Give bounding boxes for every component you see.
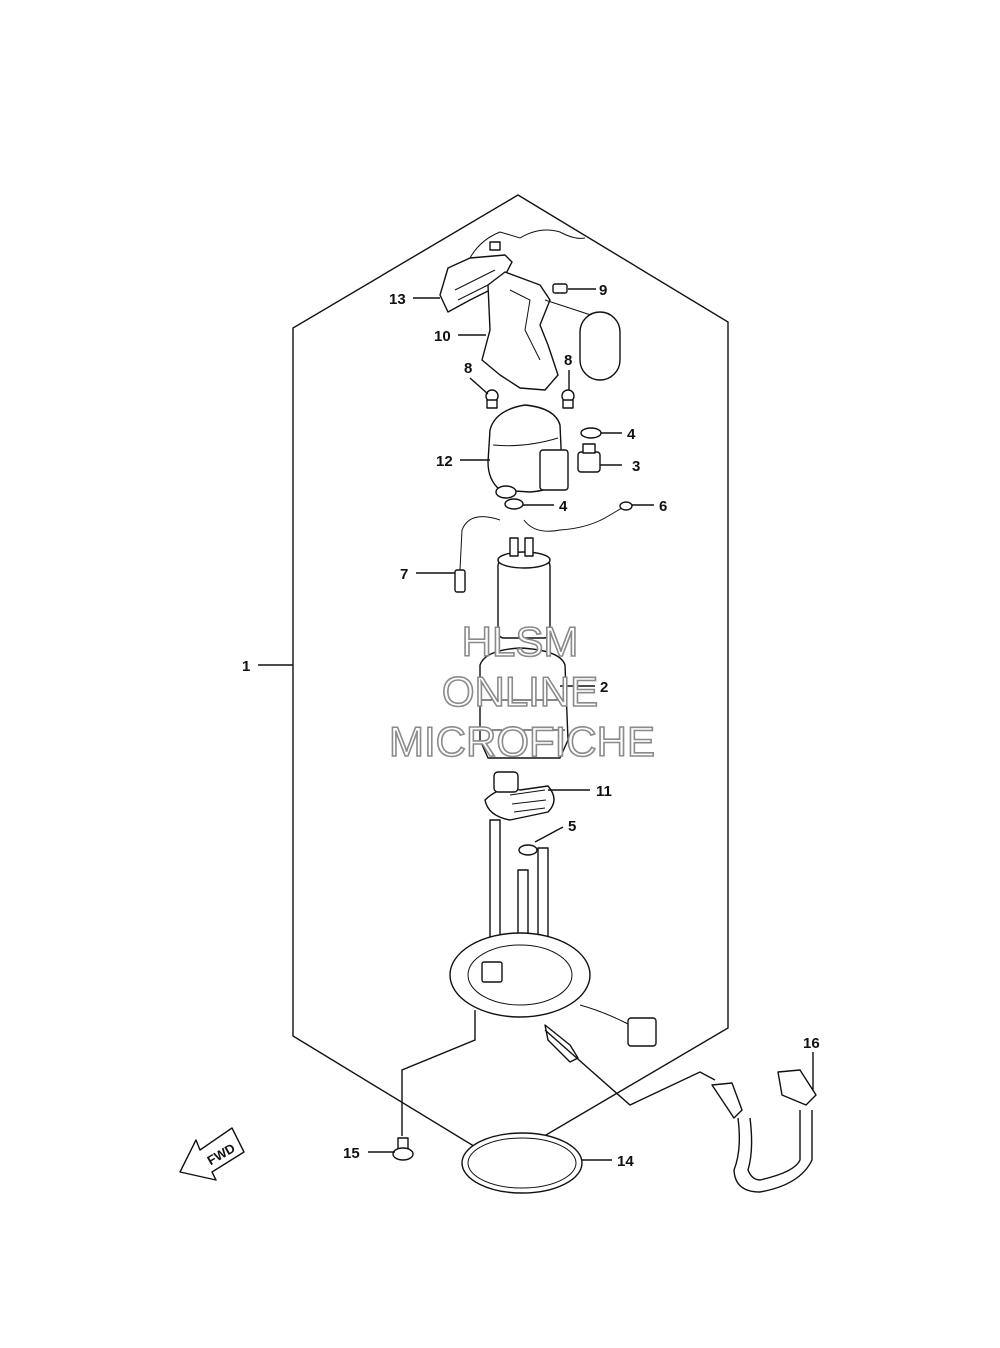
callout-8-right: 8	[564, 352, 572, 369]
part-9-clip	[552, 283, 568, 294]
part-15-bolt	[392, 1137, 414, 1161]
callout-16: 16	[803, 1035, 820, 1052]
part-5-oring	[518, 844, 538, 856]
callout-1: 1	[242, 658, 250, 675]
callout-4-upper: 4	[627, 426, 636, 443]
callout-3: 3	[632, 458, 640, 475]
fuel-pump-motor	[497, 537, 551, 639]
part-16-fuel-hose	[711, 1069, 817, 1193]
part-3-valve	[577, 443, 601, 473]
part-12-regulator-housing	[487, 404, 569, 499]
fwd-arrow: FWD	[179, 1127, 245, 1181]
callout-7: 7	[400, 566, 408, 583]
watermark-line-3: MICROFICHE	[389, 718, 655, 765]
part-7-lead-wire	[459, 516, 501, 571]
part-2-pump-case	[479, 647, 569, 759]
part-10-gauge-bracket	[481, 271, 621, 391]
part-8-screw-right	[561, 389, 575, 409]
pump-base-plate	[449, 819, 657, 1063]
part-4-oring-lower	[504, 498, 524, 510]
part-8-screw-left	[485, 389, 499, 409]
part-13-connector-plate	[439, 229, 586, 313]
callout-15: 15	[343, 1145, 360, 1162]
callout-8-left: 8	[464, 360, 472, 377]
callout-9: 9	[599, 282, 607, 299]
callout-12: 12	[436, 453, 453, 470]
leader-lines	[258, 288, 814, 1161]
part-4-oring-upper	[580, 427, 602, 439]
guide-line-bolt	[401, 1010, 476, 1136]
callout-2: 2	[600, 679, 608, 696]
callout-11: 11	[596, 783, 612, 800]
callout-4-lower: 4	[559, 498, 568, 515]
part-14-gasket-inner	[467, 1137, 577, 1189]
callout-10: 10	[434, 328, 451, 345]
callout-6: 6	[659, 498, 667, 515]
part-11-filter	[484, 771, 555, 821]
part-6-lead-wire	[523, 507, 623, 532]
watermark-line-1: HLSM	[462, 618, 579, 665]
callout-5: 5	[568, 818, 576, 835]
guide-line-hose	[544, 1029, 716, 1106]
watermark-line-2: ONLINE	[442, 668, 598, 715]
callout-13: 13	[389, 291, 406, 308]
callout-14: 14	[617, 1153, 634, 1170]
part-14-gasket	[461, 1132, 583, 1194]
watermark: HLSM ONLINE MICROFICHE	[388, 617, 656, 766]
